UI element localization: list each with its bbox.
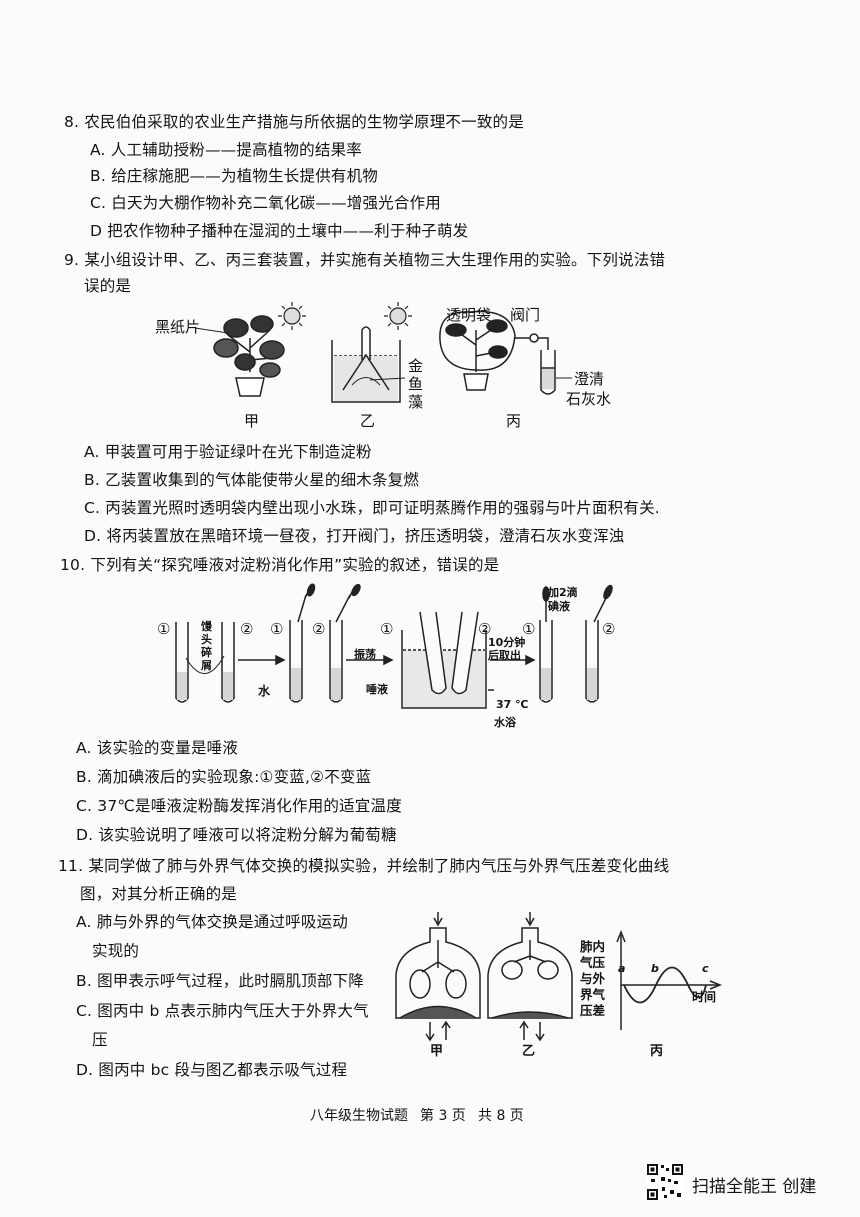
q11-ylabel-5: 压差 <box>580 1003 606 1018</box>
q9-label-transparent-bag: 透明袋 <box>446 306 492 324</box>
q8-stem: 8. 农民伯伯采取的农业生产措施与所依据的生物学原理不一致的是 <box>64 113 524 131</box>
q10-option-a: A. 该实验的变量是唾液 <box>76 739 239 757</box>
q10-option-b: B. 滴加碘液后的实验现象:①变蓝,②不变蓝 <box>76 768 372 786</box>
q10-label-c2-d: ② <box>602 620 616 638</box>
q9-label-valve: 阀门 <box>510 306 541 324</box>
q9-sun-yi-icon <box>384 302 412 330</box>
q10-label-c2-b: ② <box>312 620 326 638</box>
watermark-text: 扫描全能王 创建 <box>692 1177 817 1197</box>
q11-ylabel-1: 肺内 <box>580 939 606 954</box>
q10-label-c2-c: ② <box>478 620 492 638</box>
q11-option-c: C. 图丙中 b 点表示肺内气压大于外界大气 <box>76 1002 369 1020</box>
q9-label-limewater-1: 澄清 <box>574 370 605 388</box>
q11-option-c-cont: 压 <box>92 1031 108 1049</box>
q9-label-bing: 丙 <box>506 412 522 430</box>
q11-point-a: a <box>618 962 626 975</box>
q10-label-c1-b: ① <box>270 620 284 638</box>
q10-option-c: C. 37℃是唾液淀粉酶发挥消化作用的适宜温度 <box>76 797 402 815</box>
q10-label-c1-a: ① <box>157 620 171 638</box>
q9-label-goldfish-weed-3: 藻 <box>408 393 424 411</box>
q8-option-d: D 把农作物种子播种在湿润的土壤中——利于种子萌发 <box>90 222 469 240</box>
q11-point-b: b <box>651 962 659 975</box>
q11-label-jia: 甲 <box>430 1044 444 1059</box>
qr-code-icon <box>646 1163 684 1201</box>
q11-ylabel-3: 与外 <box>580 971 606 986</box>
q9-stem-line1: 9. 某小组设计甲、乙、丙三套装置，并实施有关植物三大生理作用的实验。下列说法错 <box>64 251 666 269</box>
q9-option-b: B. 乙装置收集到的气体能使带火星的细木条复燃 <box>84 471 420 489</box>
q9-label-limewater-2: 石灰水 <box>566 390 612 408</box>
q8-option-c: C. 白天为大棚作物补充二氧化碳——增强光合作用 <box>90 194 441 212</box>
q11-option-a-cont: 实现的 <box>92 942 140 960</box>
q10-label-after10-1: 10分钟 <box>488 636 526 649</box>
q9-beaker-yi <box>331 326 401 403</box>
q9-option-a: A. 甲装置可用于验证绿叶在光下制造淀粉 <box>84 443 372 461</box>
q9-label-goldfish-weed-2: 鱼 <box>408 375 424 393</box>
q11-label-yi: 乙 <box>522 1044 536 1059</box>
q10-stem: 10. 下列有关“探究唾液对淀粉消化作用”实验的叙述，错误的是 <box>60 556 500 574</box>
q11-xlabel: 时间 <box>692 990 717 1004</box>
q11-label-bing: 丙 <box>650 1044 664 1059</box>
footer-page: 第 3 页 <box>420 1108 466 1124</box>
q10-label-temp: 37 ℃ <box>496 698 529 711</box>
q11-stem-line1: 11. 某同学做了肺与外界气体交换的模拟实验，并绘制了肺内气压与外界气压差变化曲… <box>58 857 670 875</box>
q9-option-d: D. 将丙装置放在黑暗环境一昼夜，打开阀门，挤压透明袋，澄清石灰水变浑浊 <box>84 527 625 545</box>
q11-option-a: A. 肺与外界的气体交换是通过呼吸运动 <box>76 913 348 931</box>
q10-label-c1-d: ① <box>522 620 536 638</box>
q9-label-jia: 甲 <box>244 412 260 430</box>
q10-option-d: D. 该实验说明了唾液可以将淀粉分解为葡萄糖 <box>76 826 397 844</box>
q11-option-b: B. 图甲表示呼气过程，此时膈肌顶部下降 <box>76 972 364 990</box>
q10-label-iodine-1: 加2滴 <box>548 586 578 599</box>
q9-label-goldfish-weed-1: 金 <box>408 357 424 375</box>
q10-label-shake: 振荡 <box>354 648 376 661</box>
q10-label-after10-2: 后取出 <box>488 649 521 662</box>
q10-label-c2-a: ② <box>240 620 254 638</box>
q9-option-c: C. 丙装置光照时透明袋内壁出现小水珠，即可证明蒸腾作用的强弱与叶片面积有关. <box>84 499 660 517</box>
q9-stem-line2: 误的是 <box>84 277 132 295</box>
q10-label-water: 水 <box>258 684 271 698</box>
q10-label-bread-1: 馒 <box>201 620 212 633</box>
q8-option-a: A. 人工辅助授粉——提高植物的结果率 <box>90 141 362 159</box>
q11-point-c: c <box>702 962 709 975</box>
q10-label-saliva: 唾液 <box>366 683 388 696</box>
q8-option-b: B. 给庄稼施肥——为植物生长提供有机物 <box>90 167 378 185</box>
q9-plant-jia <box>213 315 285 397</box>
q9-label-yi: 乙 <box>360 412 376 430</box>
footer-total: 共 8 页 <box>478 1108 524 1124</box>
q11-ylabel-4: 界气 <box>580 987 606 1002</box>
q10-label-bread-2: 头 <box>201 633 212 646</box>
q10-label-iodine-2: 碘液 <box>548 600 570 613</box>
q10-label-bath: 水浴 <box>494 716 516 729</box>
q9-label-black-paper: 黑纸片 <box>155 318 201 336</box>
q10-label-bread-3: 碎 <box>201 646 212 659</box>
q11-stem-line2: 图，对其分析正确的是 <box>80 885 238 903</box>
q9-bag-bing <box>439 310 556 395</box>
footer-title: 八年级生物试题 <box>310 1108 408 1124</box>
q9-sun-jia-icon <box>278 302 306 330</box>
q11-option-d: D. 图丙中 bc 段与图乙都表示吸气过程 <box>76 1061 348 1079</box>
q11-ylabel-2: 气压 <box>580 955 606 970</box>
q10-label-bread-4: 屑 <box>201 659 212 672</box>
q10-label-c1-c: ① <box>380 620 394 638</box>
